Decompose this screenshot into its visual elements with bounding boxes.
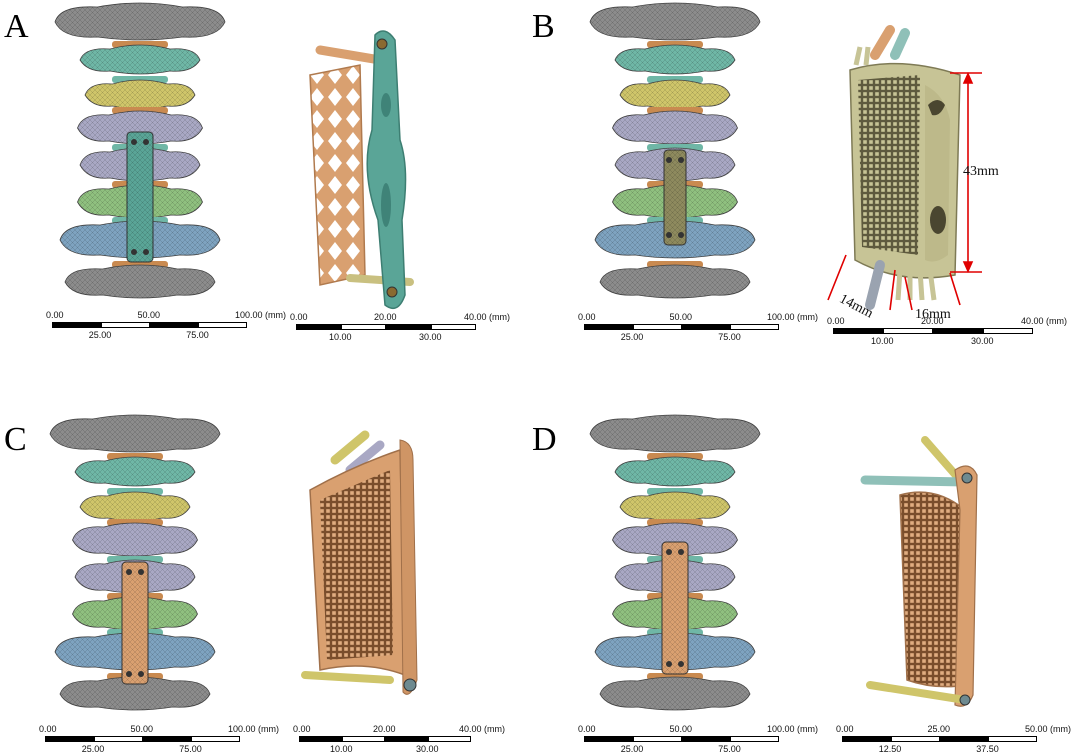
scale-bar-spine-d-label-q3: 75.00 — [718, 744, 741, 754]
scale-bar-implant-b-label-mid: 20.00 — [921, 316, 944, 326]
scale-bar-implant-a-label-q3: 30.00 — [419, 332, 442, 342]
dimension-width: 16mm — [915, 307, 951, 322]
scale-bar-spine-d-segment — [632, 736, 682, 742]
panel-label-c: C — [4, 421, 27, 458]
scale-bar-spine-a-label-q3: 75.00 — [186, 330, 209, 340]
scale-bar-implant-c-segment — [385, 736, 428, 742]
scale-bar-implant-a-label-start: 0.00 — [290, 312, 308, 322]
scale-bar-implant-b-segment — [833, 328, 883, 334]
scale-bar-spine-c-segment — [142, 736, 192, 742]
implant-model-b — [827, 25, 982, 311]
scale-bar-spine-c-label-start: 0.00 — [39, 724, 57, 734]
scale-bar-spine-c-segment — [93, 736, 143, 742]
scale-bar-implant-a-segment — [296, 324, 341, 330]
scale-bar-implant-c-label-end: 40.00 (mm) — [459, 724, 506, 734]
panel-label-b: B — [532, 8, 555, 45]
scale-bar-spine-b-label-q3: 75.00 — [718, 332, 741, 342]
scale-bar-spine-a-segment — [100, 322, 150, 328]
scale-bar-implant-d-segment — [939, 736, 989, 742]
scale-bar-implant-a-segment — [431, 324, 476, 330]
scale-bar-implant-d-segment — [842, 736, 891, 742]
implant-model-a — [309, 30, 414, 310]
scale-bar-spine-b-segment — [584, 324, 633, 330]
panel-label-a: A — [4, 8, 29, 45]
implant-model-d — [860, 436, 978, 707]
scale-bar-spine-d-label-end: 100.00 (mm) — [767, 724, 819, 734]
scale-bar-spine-d-label-start: 0.00 — [578, 724, 596, 734]
dimension-height: 43mm — [963, 164, 999, 179]
scale-bar-implant-c-segment — [342, 736, 385, 742]
scale-bar-implant-c-segment — [299, 736, 342, 742]
scale-bar-implant-b-segment — [883, 328, 933, 334]
scale-bar-implant-a-label-end: 40.00 (mm) — [464, 312, 511, 322]
scale-bar-spine-d-segment — [584, 736, 633, 742]
scale-bar-spine-d-segment — [730, 736, 779, 742]
scale-bar-spine-b-label-start: 0.00 — [578, 312, 596, 322]
scale-bar-spine-a-segment — [149, 322, 199, 328]
scale-bar-implant-a-label-q1: 10.00 — [329, 332, 352, 342]
scale-bar-spine-c-label-q1: 25.00 — [81, 744, 105, 754]
scale-bar-implant-d-label-end: 50.00 (mm) — [1025, 724, 1071, 734]
implant-model-c — [301, 430, 418, 695]
scale-bar-implant-c-label-mid: 20.00 — [373, 724, 396, 734]
cervical-spine-model-a — [54, 2, 226, 299]
scale-bar-spine-c-label-end: 100.00 (mm) — [228, 724, 280, 734]
scale-bar-implant-b-segment — [933, 328, 983, 334]
scale-bar-spine-b-segment — [730, 324, 779, 330]
scale-bar-implant-c-segment — [428, 736, 471, 742]
scale-bar-implant-d-label-q3: 37.50 — [976, 744, 999, 754]
scale-bar-spine-b-label-end: 100.00 (mm) — [767, 312, 819, 322]
scale-bar-implant-c-label-q3: 30.00 — [416, 744, 439, 754]
cervical-spine-model-d — [589, 414, 761, 711]
scale-bar-spine-a-label-mid: 50.00 — [137, 310, 161, 320]
scale-bar-spine-d-segment — [681, 736, 731, 742]
scale-bar-implant-d-label-start: 0.00 — [836, 724, 854, 734]
scale-bar-spine-a-segment — [52, 322, 101, 328]
scale-bar-implant-a-label-mid: 20.00 — [374, 312, 397, 322]
scale-bar-spine-c-segment — [45, 736, 94, 742]
cervical-spine-model-c — [49, 414, 221, 711]
scale-bar-implant-b-label-q3: 30.00 — [971, 336, 994, 346]
scale-bar-implant-a-segment — [386, 324, 431, 330]
scale-bar-spine-b-segment — [632, 324, 682, 330]
scale-bar-spine-a-label-start: 0.00 — [46, 310, 64, 320]
cervical-spine-model-b — [589, 2, 761, 299]
scale-bar-spine-a-label-q1: 25.00 — [88, 330, 112, 340]
scale-bar-implant-c-label-q1: 10.00 — [330, 744, 353, 754]
scale-bar-implant-b-label-q1: 10.00 — [871, 336, 894, 346]
scale-bar-spine-c-label-mid: 50.00 — [130, 724, 154, 734]
scale-bar-implant-d-label-mid: 25.00 — [927, 724, 951, 734]
scale-bar-spine-c-segment — [191, 736, 240, 742]
scale-bar-spine-c-label-q3: 75.00 — [179, 744, 202, 754]
scale-bar-spine-d-label-mid: 50.00 — [669, 724, 693, 734]
scale-bar-spine-a-label-end: 100.00 (mm) — [235, 310, 287, 320]
scale-bar-implant-b-label-end: 40.00 (mm) — [1021, 316, 1068, 326]
scale-bar-implant-b-label-start: 0.00 — [827, 316, 845, 326]
scale-bar-implant-a-segment — [341, 324, 386, 330]
scale-bar-implant-d-segment — [890, 736, 940, 742]
scale-bar-spine-b-label-mid: 50.00 — [669, 312, 693, 322]
scale-bar-implant-d-label-q1: 12.50 — [878, 744, 902, 754]
scale-bar-implant-b-segment — [983, 328, 1033, 334]
scale-bar-spine-a-segment — [198, 322, 247, 328]
scale-bar-implant-d-segment — [988, 736, 1037, 742]
scale-bar-spine-b-label-q1: 25.00 — [620, 332, 644, 342]
scale-bar-implant-c-label-start: 0.00 — [293, 724, 311, 734]
panel-label-d: D — [532, 421, 557, 458]
scale-bar-spine-d-label-q1: 25.00 — [620, 744, 644, 754]
scale-bar-spine-b-segment — [681, 324, 731, 330]
